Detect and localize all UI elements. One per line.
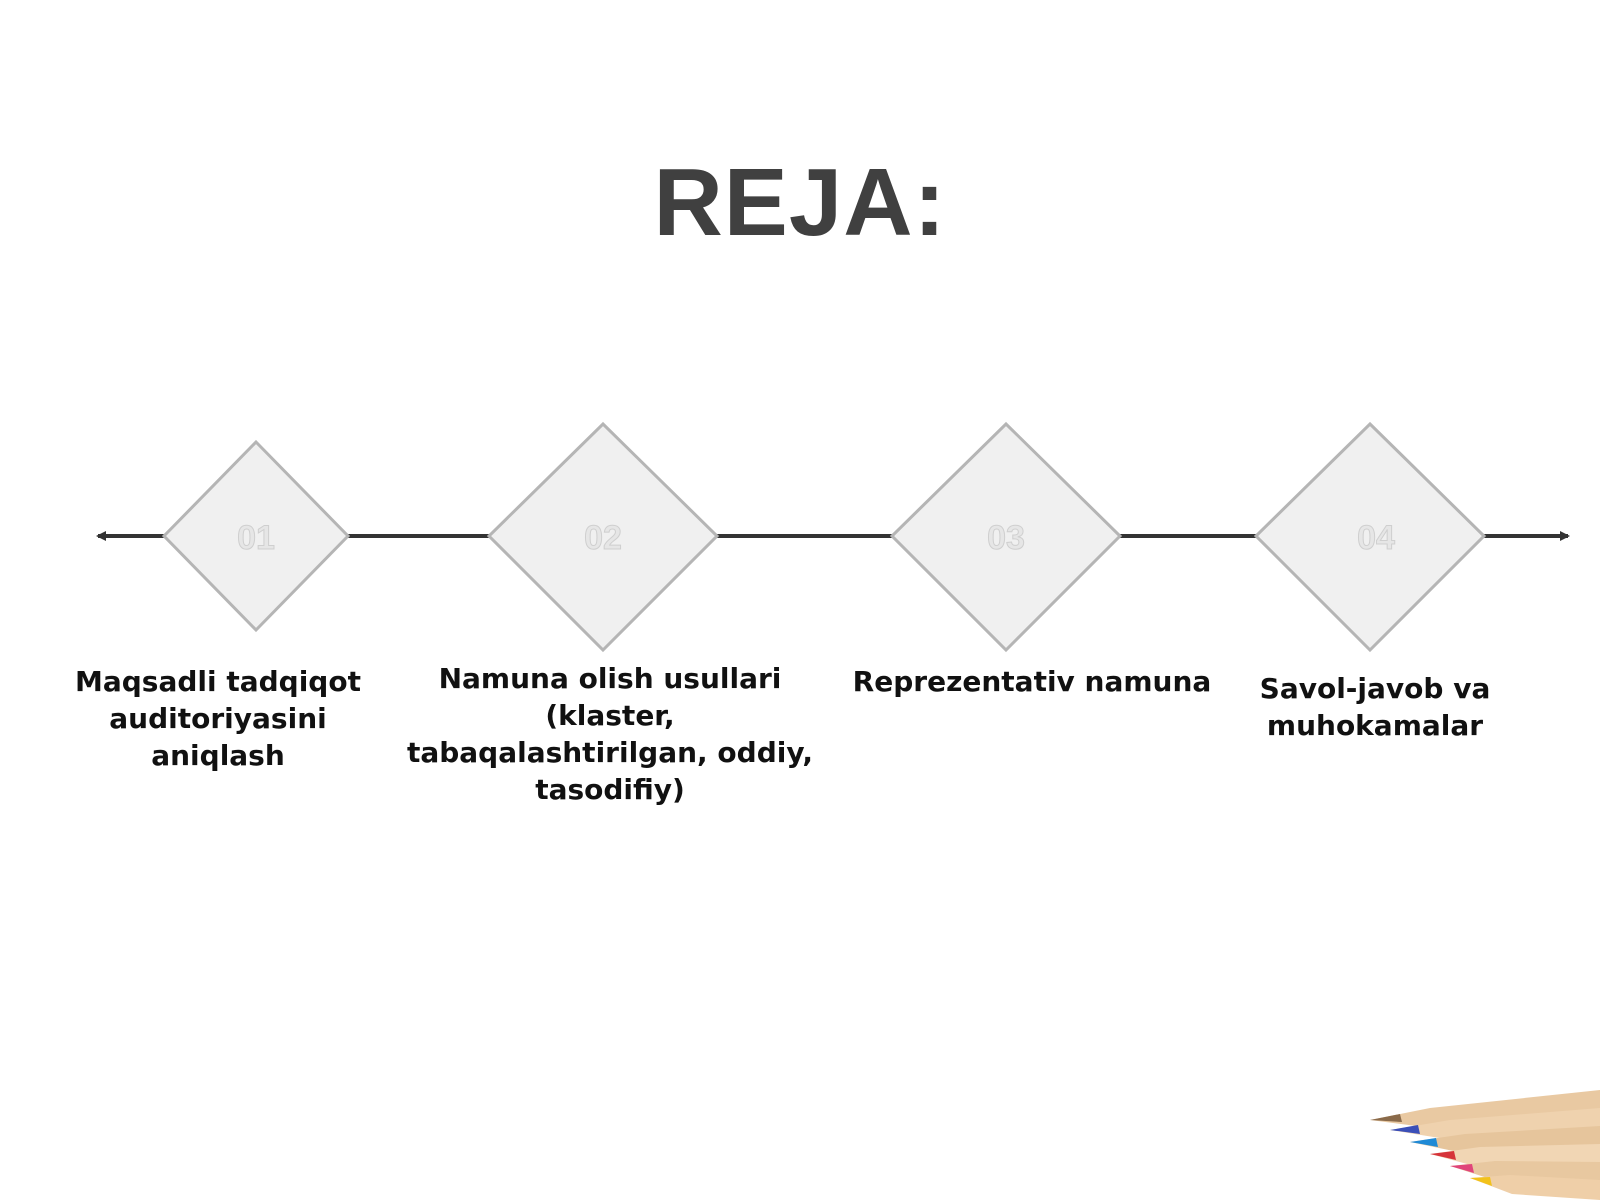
colored-pencils-image: [1370, 1090, 1600, 1200]
timeline-node-03: 03: [889, 421, 1123, 653]
node-number: 03: [987, 519, 1025, 557]
step-label-04: Savol-javob va muhokamalar: [1259, 672, 1491, 742]
timeline-node-02: 02: [486, 421, 720, 653]
diamond-shape: [486, 421, 720, 653]
step-label-01: Maqsadli tadqiqot auditoriyasini aniqlas…: [75, 665, 361, 772]
step-label-02: Namuna olish usullari (klaster, tabaqala…: [406, 662, 814, 806]
node-number: 01: [237, 519, 275, 557]
diamond-shape: [1253, 421, 1487, 653]
page-title: REJA:: [653, 149, 947, 256]
timeline-node-01: 01: [161, 439, 351, 633]
pencil-icon: [1470, 1175, 1600, 1200]
timeline-node-04: 04: [1253, 421, 1487, 653]
pencil-icon: [1370, 1090, 1600, 1128]
step-label-03: Reprezentativ namuna: [852, 665, 1212, 698]
diamond-shape: [889, 421, 1123, 653]
node-number: 02: [584, 519, 622, 557]
diamond-shape: [161, 439, 351, 633]
node-number: 04: [1357, 519, 1395, 557]
